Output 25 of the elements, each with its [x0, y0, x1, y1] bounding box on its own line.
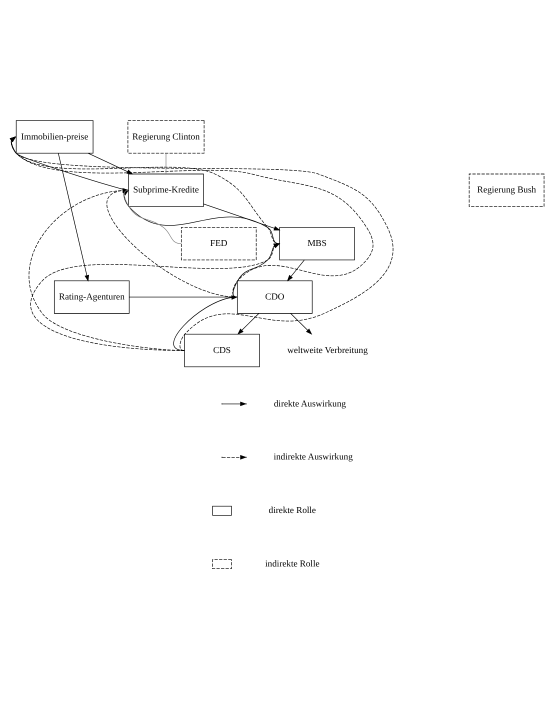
- arrow: [10, 136, 280, 244]
- node-box: Regierung Bush: [468, 174, 544, 207]
- arrow: [237, 313, 260, 335]
- node-box: CDS: [184, 334, 260, 368]
- node-text: weltweite Verbreitung: [287, 344, 368, 355]
- connector: [124, 190, 182, 244]
- node-box: Rating-Agenturen: [54, 280, 130, 314]
- arrow: [10, 136, 129, 191]
- arrow: [286, 260, 305, 282]
- node-box: Subprime-Kredite: [128, 174, 204, 207]
- node-box: MBS: [279, 227, 355, 260]
- arrow: [10, 136, 394, 351]
- legend-label: direkte Auswirkung: [274, 398, 346, 408]
- legend-label: direkte Rolle: [268, 505, 316, 516]
- arrow: [203, 204, 280, 230]
- node-box: Immobilien-preise: [16, 120, 94, 154]
- arrow: [290, 313, 312, 335]
- legend-label: indirekte Rolle: [265, 558, 320, 569]
- arrow: [10, 136, 374, 298]
- arrow: [58, 153, 90, 282]
- node-box: CDO: [237, 280, 313, 314]
- node-box: Regierung Clinton: [128, 120, 204, 154]
- connector: [128, 296, 238, 298]
- node-box: FED: [180, 227, 257, 260]
- legend-label: indirekte Auswirkung: [274, 452, 353, 462]
